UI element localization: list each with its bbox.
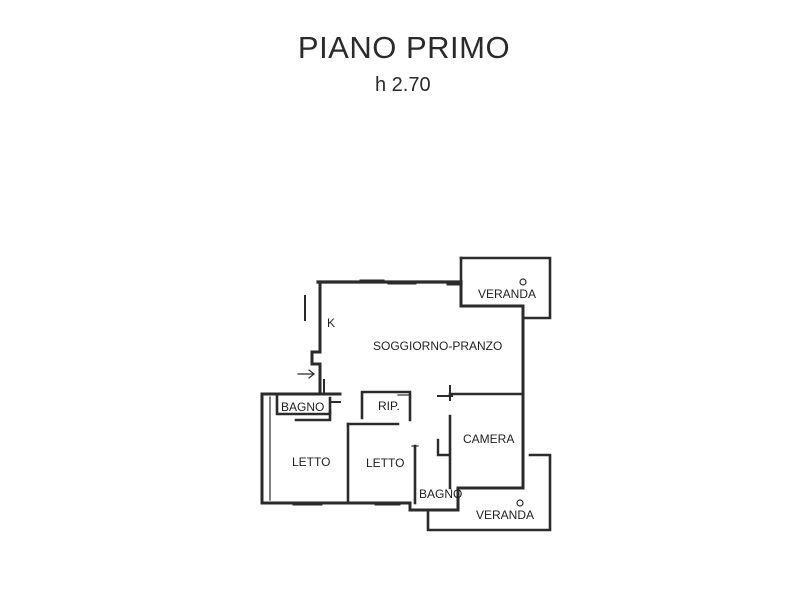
plan-title: PIANO PRIMO (297, 30, 511, 65)
room-label-bedroom-left: LETTO (292, 455, 330, 469)
room-label-bedroom-mid: LETTO (366, 456, 404, 470)
ceiling-height-label: h 2.70 (375, 74, 431, 96)
room-label-storage: RIP. (378, 399, 400, 413)
room-label-bath-bottom: BAGNO (419, 487, 462, 501)
kitchen-mark: K (327, 316, 335, 330)
room-label-living: SOGGIORNO-PRANZO (373, 339, 502, 353)
room-label-veranda-bottom: VERANDA (476, 508, 534, 522)
veranda-top-outline (459, 256, 552, 320)
veranda-bottom-outline (426, 453, 552, 532)
window-marks (292, 279, 417, 506)
interior-walls (275, 379, 525, 505)
room-label-veranda-top: VERANDA (478, 287, 536, 301)
room-label-bedroom-right: CAMERA (463, 432, 514, 446)
entrance-arrow (297, 369, 315, 379)
outer-wall (260, 280, 525, 512)
room-labels: VERANDA K SOGGIORNO-PRANZO BAGNO RIP. CA… (281, 287, 536, 522)
room-label-bath-left: BAGNO (281, 400, 324, 414)
